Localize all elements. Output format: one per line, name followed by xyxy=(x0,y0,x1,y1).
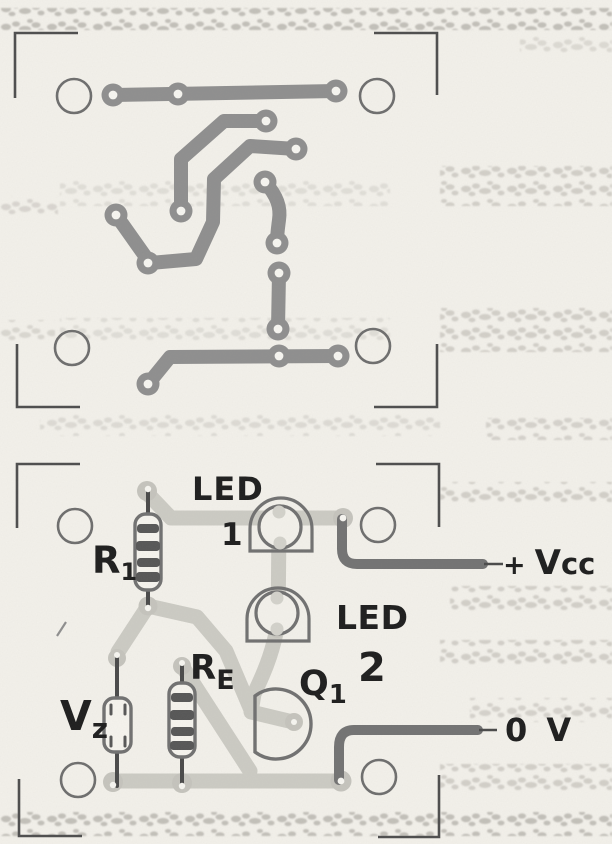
paper-grain-overlay xyxy=(0,0,612,844)
scanned-pcb-figure-page: LED 1 LED 2 R1 RE Vz Q1 +Vcc 0 V xyxy=(0,0,612,844)
pcb-layout-diagram: LED 1 LED 2 R1 RE Vz Q1 +Vcc 0 V xyxy=(0,0,612,844)
